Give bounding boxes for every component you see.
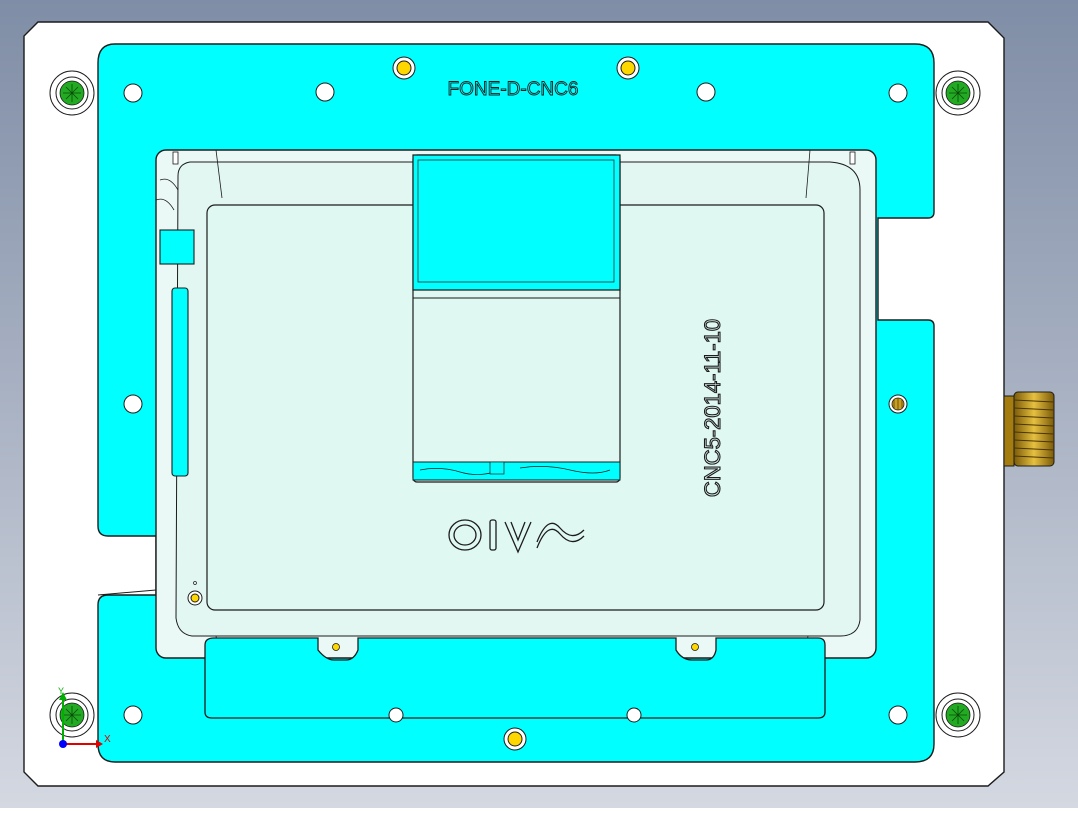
plate-label: FONE-D-CNC6 [448, 79, 579, 100]
side-slot-long [171, 287, 189, 477]
engraved-date: CNC5-2014-11-10 [700, 319, 725, 497]
vaio-logo [448, 519, 585, 554]
screw-top-left[interactable] [49, 70, 95, 116]
triad-y-label: Y [58, 686, 64, 696]
cutout-tab [489, 461, 505, 475]
side-slot-top [159, 229, 195, 265]
top-cutout [412, 154, 621, 291]
triad-x-label: X [104, 734, 111, 745]
top-cutout-inner [417, 159, 615, 283]
flap-pin-left [332, 643, 340, 651]
through-holes [123, 82, 908, 725]
screw-top-right[interactable] [935, 70, 981, 116]
plate-seam [97, 589, 157, 596]
pin-dot [193, 581, 197, 585]
bottom-cutout-detail [419, 466, 611, 475]
screw-bottom-right[interactable] [935, 692, 981, 738]
pneumatic-fitting[interactable] [1003, 391, 1055, 467]
corner-marks [172, 151, 856, 165]
bottom-clamp-flap[interactable] [204, 637, 826, 719]
side-set-screw [888, 394, 908, 414]
flap-pin-right [691, 643, 699, 651]
coordinate-triad: X Y [58, 686, 111, 748]
screw-bottom-left[interactable] [49, 692, 95, 738]
bottom-cutout [412, 461, 621, 481]
locating-pins [187, 56, 640, 751]
